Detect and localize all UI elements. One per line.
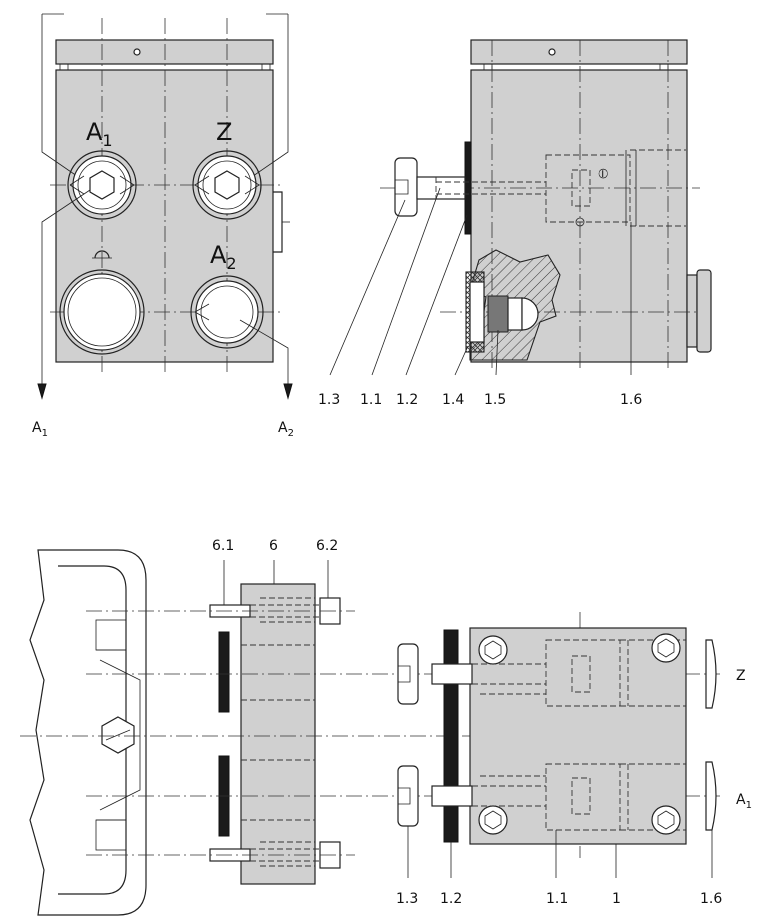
port-label-z: Z [736, 668, 746, 684]
label-1-2: 1.2 [396, 392, 418, 408]
front-view: A1 Z A2 A1 A2 [32, 13, 294, 439]
label-1-6: 1.6 [620, 392, 642, 408]
side-section-view: ⦶ 1.3 1.1 1.2 1.4 1.5 1.6 [318, 39, 712, 408]
end-cap [705, 761, 717, 831]
label-1-3: 1.3 [396, 891, 418, 907]
manifold-block [240, 583, 316, 885]
port-label-a2: A2 [210, 241, 237, 273]
section-top-plate [470, 39, 688, 65]
port-z [192, 150, 262, 220]
label-6: 6 [269, 538, 278, 554]
outlet-label-a2: A2 [278, 420, 294, 439]
label-1-1: 1.1 [546, 891, 568, 907]
front-top-plate [55, 39, 274, 65]
screw-icon [548, 48, 556, 56]
port-label-z: Z [216, 118, 232, 146]
spool [487, 295, 509, 333]
gasket-plate [464, 141, 472, 235]
port-a2 [190, 275, 264, 349]
svg-text:⦶: ⦶ [597, 166, 608, 182]
knob-screw [397, 643, 419, 705]
label-1-5: 1.5 [484, 392, 506, 408]
mounting-profile [29, 549, 147, 916]
port-label-a1: A1 [736, 792, 752, 811]
arrow-a2-icon [283, 383, 293, 400]
label-6-1: 6.1 [212, 538, 234, 554]
screw-icon [133, 48, 141, 56]
knob-screw [394, 157, 418, 217]
plug-bottom-left [59, 250, 145, 355]
label-6-2: 6.2 [316, 538, 338, 554]
port-a1 [67, 150, 137, 220]
label-1-2: 1.2 [440, 891, 462, 907]
outlet-label-a1: A1 [32, 420, 48, 439]
valve-body [469, 627, 687, 845]
exploded-view: 6.1 6 6.2 1.3 1.2 1.1 1 1.6 Z A1 [20, 538, 752, 916]
end-cap [705, 639, 717, 709]
arrow-a1-icon [37, 383, 47, 400]
gasket-plate [443, 629, 459, 843]
label-1-3: 1.3 [318, 392, 340, 408]
seal-plate [218, 631, 230, 713]
label-1-4: 1.4 [442, 392, 464, 408]
label-1-6: 1.6 [700, 891, 722, 907]
label-1: 1 [612, 891, 621, 907]
port-label-a1: A1 [86, 118, 113, 150]
label-1-1: 1.1 [360, 392, 382, 408]
